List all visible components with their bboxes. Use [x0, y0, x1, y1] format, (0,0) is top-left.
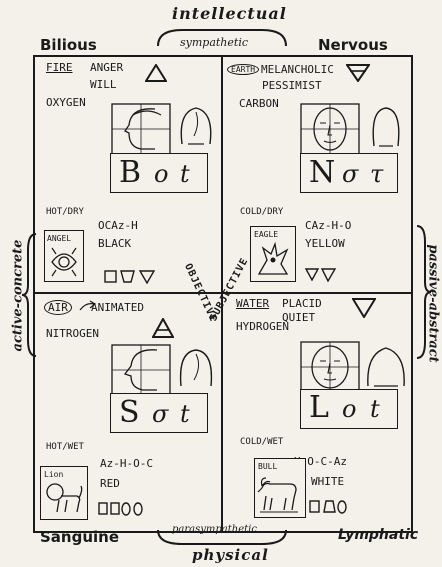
angel-icon — [48, 244, 80, 278]
lymphatic-face-front-icon — [300, 341, 360, 393]
sanguine-trait-1: ANIMATED — [91, 302, 144, 314]
bull-icon — [256, 474, 302, 514]
air-triangle-icon — [152, 318, 174, 338]
water-triangle-icon — [352, 298, 376, 318]
nervous-letter-3: τ — [370, 161, 383, 187]
top-sub-label: sympathetic — [180, 36, 248, 49]
nervous-letter-1: N — [309, 158, 335, 188]
bilious-formula: OCAz-H — [98, 220, 138, 232]
sanguine-gas: NITROGEN — [46, 328, 99, 340]
bottom-label: physical — [192, 546, 269, 564]
sanguine-formula: Az-H-O-C — [100, 458, 153, 470]
sanguine-color: RED — [100, 478, 120, 490]
nervous-letter-2: σ — [342, 161, 358, 187]
face-profile-icon — [111, 103, 171, 155]
bilious-letter-3: t — [180, 161, 190, 187]
lymphatic-temp: COLD/WET — [240, 436, 283, 448]
lymphatic-letter-3: t — [370, 396, 380, 422]
lymphatic-gas: HYDROGEN — [236, 321, 289, 333]
lion-icon — [43, 480, 85, 516]
bilious-temp: HOT/DRY — [46, 206, 84, 218]
nervous-gas: CARBON — [239, 98, 279, 110]
lymphatic-head-back-icon — [364, 344, 408, 390]
lymphatic-color: WHITE — [311, 476, 344, 488]
bilious-letter-1: B — [119, 158, 141, 188]
nervous-shapes-icon — [305, 266, 337, 282]
earth-triangle-icon — [346, 64, 370, 82]
lymphatic-letter-2: o — [342, 396, 356, 422]
eagle-icon — [253, 240, 293, 280]
bilious-shapes-icon — [104, 268, 160, 284]
sanguine-letter-3: t — [180, 401, 190, 427]
lymphatic-shapes-icon — [309, 498, 349, 514]
sanguine-temp: HOT/WET — [46, 441, 84, 453]
sanguine-letter-2: σ — [152, 401, 168, 427]
bilious-letter-2: o — [154, 161, 168, 187]
sanguine-element: AIR — [44, 302, 72, 314]
nervous-temp: COLD/DRY — [240, 206, 283, 218]
nervous-trait-2: PESSIMIST — [262, 80, 322, 92]
sanguine-head-back-icon — [176, 346, 216, 392]
nervous-element: EARTH — [227, 64, 259, 76]
corner-nervous: Nervous — [318, 36, 388, 54]
lymphatic-animal-label: BULL — [258, 461, 277, 473]
sanguine-face-profile-icon — [111, 344, 171, 396]
corner-bilious: Bilious — [40, 36, 97, 54]
sanguine-shapes-icon — [98, 500, 146, 516]
bilious-color: BLACK — [98, 238, 131, 250]
right-brace — [413, 222, 433, 362]
lymphatic-letter-1: L — [309, 393, 329, 423]
lymphatic-element: WATER — [236, 298, 269, 310]
bilious-element: FIRE — [46, 62, 73, 74]
face-front-icon — [300, 103, 360, 155]
head-back-icon — [176, 104, 216, 150]
nervous-color: YELLOW — [305, 238, 345, 250]
nervous-formula: CAz-H-O — [305, 220, 351, 232]
fire-triangle-icon — [145, 64, 167, 82]
nervous-head-back-icon — [366, 104, 406, 150]
bilious-trait-2: WILL — [90, 79, 117, 91]
bilious-gas: OXYGEN — [46, 97, 86, 109]
nervous-trait-1: MELANCHOLIC — [261, 64, 334, 76]
bilious-trait-1: ANGER — [90, 62, 123, 74]
lymphatic-trait-1: PLACID — [282, 298, 322, 310]
sanguine-letter-1: S — [119, 398, 140, 428]
